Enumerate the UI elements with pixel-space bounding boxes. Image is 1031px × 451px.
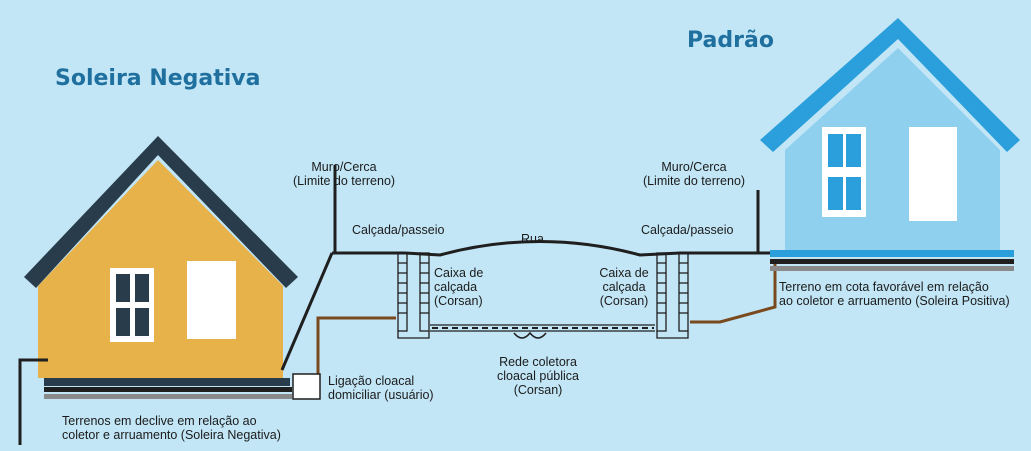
rede-coletora-pipe: [430, 324, 655, 339]
house-standard-wall: [785, 48, 1000, 250]
house-standard-door: [909, 127, 957, 221]
title-soleira-negativa: Soleira Negativa: [55, 66, 261, 91]
label-rede-coletora: Rede coletora cloacal pública (Corsan): [497, 355, 579, 397]
label-terreno-negativo: Terrenos em declive em relação ao coleto…: [62, 414, 281, 442]
house-negative: [24, 136, 298, 399]
ground-right: [770, 259, 1014, 264]
house-negative-door: [187, 261, 236, 339]
house-standard-roof: [760, 18, 1020, 152]
label-terreno-positivo: Terreno em cota favorável em relação ao …: [779, 280, 1010, 308]
house-standard: [760, 18, 1020, 271]
label-caixa-left: Caixa de calçada (Corsan): [434, 266, 484, 308]
title-padrao: Padrão: [687, 28, 774, 53]
caixa-calcada-right: [656, 252, 689, 339]
caixa-calcada-left: [397, 252, 430, 339]
label-ligacao-cloacal: Ligação cloacal domiciliar (usuário): [328, 374, 434, 402]
house-standard-slab: [770, 250, 1014, 257]
label-rua: Rua: [521, 232, 544, 246]
ground-left: [44, 387, 292, 392]
boundary-left: [18, 165, 405, 445]
label-calcada-left: Calçada/passeio: [352, 223, 445, 237]
label-calcada-right: Calçada/passeio: [641, 223, 734, 237]
house-negative-wall: [38, 160, 283, 378]
road-surface: [404, 240, 758, 257]
label-muro-right: Muro/Cerca (Limite do terreno): [642, 160, 746, 188]
ligacao-box: [292, 373, 321, 400]
label-muro-left: Muro/Cerca (Limite do terreno): [292, 160, 396, 188]
house-negative-slab: [44, 378, 290, 386]
label-caixa-right: Caixa de calçada (Corsan): [599, 266, 649, 308]
